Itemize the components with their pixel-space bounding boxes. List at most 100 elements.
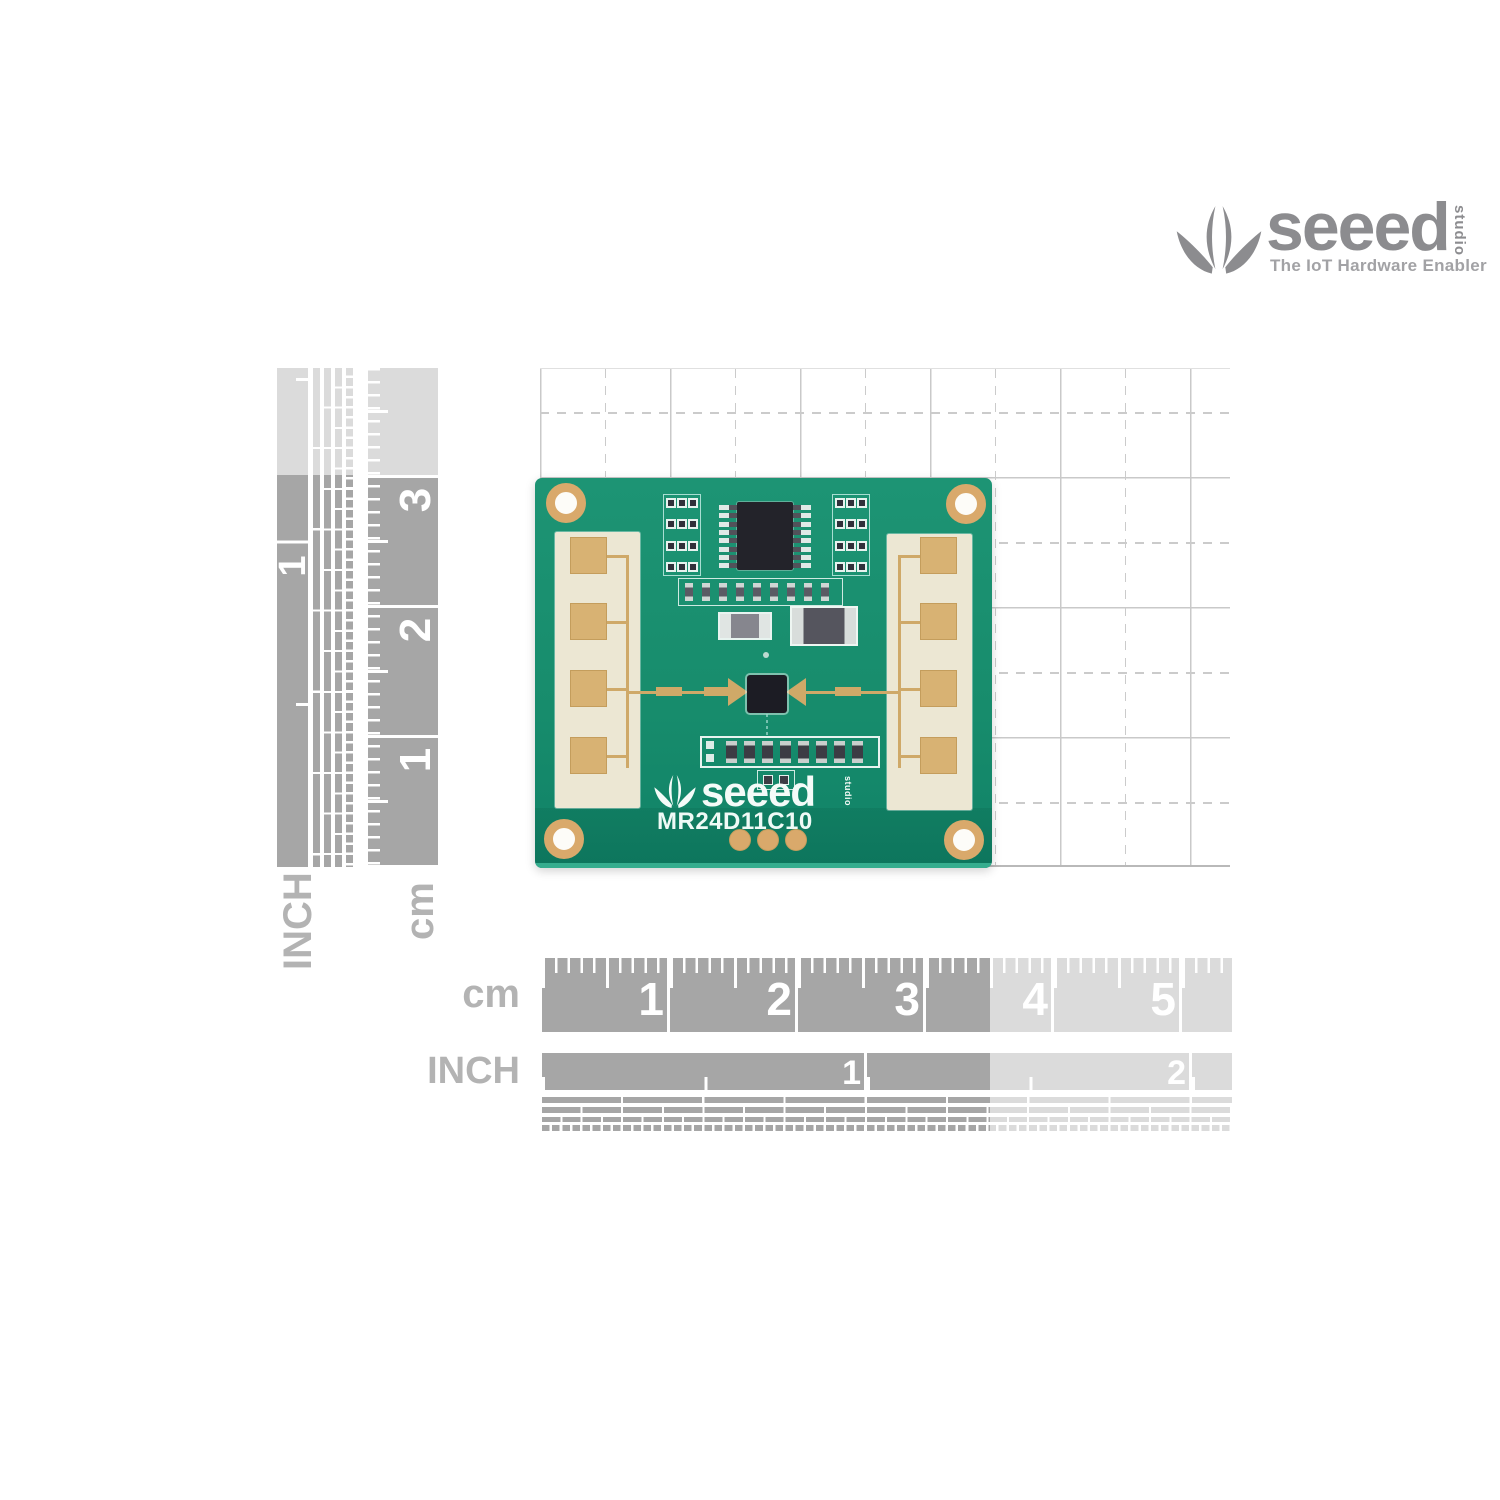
grid-dashed-line: [994, 369, 996, 865]
chip-pin: [793, 554, 811, 560]
microstrip-matching: [835, 687, 861, 696]
cm-number: 2: [766, 973, 792, 1025]
chip-pin: [719, 546, 737, 552]
cm-number: 1: [391, 747, 440, 773]
inch-number: 1: [842, 1054, 861, 1092]
horizontal-cm-scale: 1 2 3 4 5: [542, 958, 1232, 1032]
antenna-patch: [920, 537, 957, 574]
vertical-inch-scale: 1: [271, 368, 314, 867]
component-footprint: [757, 770, 795, 790]
antenna-patch: [570, 670, 607, 707]
horizontal-inch-scale: 1 2: [542, 1053, 1232, 1092]
inch-half-tick: [296, 378, 308, 381]
chip-pin: [719, 513, 737, 519]
silkscreen-seeed-icon: [654, 774, 696, 808]
radar-transceiver-chip: [747, 675, 787, 713]
component-pad-cluster: [832, 494, 870, 576]
board-bottom-edge: [535, 863, 992, 868]
trace-dotted: [766, 714, 768, 736]
microstrip-matching: [656, 687, 682, 696]
chip-pin: [793, 505, 811, 510]
microstrip-taper: [728, 678, 748, 706]
cm-number: 3: [894, 973, 920, 1025]
antenna-stub: [901, 688, 920, 691]
vertical-inch-label: INCH: [276, 872, 320, 970]
logo-tagline: The IoT Hardware Enabler: [1270, 256, 1487, 275]
vertical-cm-scale: 3 2 1: [368, 368, 440, 867]
antenna-patch: [920, 670, 957, 707]
cm-number: 3: [391, 487, 440, 513]
inch-subdivision-column: [313, 368, 320, 867]
mcu-chip: [737, 502, 793, 570]
antenna-patch: [920, 603, 957, 640]
antenna-stub: [901, 755, 920, 758]
inch-subdivision-column: [346, 368, 353, 867]
mounting-hole: [946, 484, 986, 524]
passive-component-row: [678, 578, 843, 606]
logo-studio-text: studio: [1451, 205, 1468, 256]
antenna-stub: [607, 621, 627, 624]
horizontal-cm-label: cm: [462, 972, 520, 1016]
antenna-stub: [607, 688, 627, 691]
chip-pin: [793, 563, 811, 569]
mounting-hole: [944, 820, 984, 860]
chip-pin: [793, 521, 811, 527]
chip-pin: [793, 529, 811, 535]
connector-pad: [706, 754, 714, 762]
cm-number: 4: [1022, 973, 1048, 1025]
inch-subdivision-row: [542, 1107, 1232, 1113]
smd-capacitor: [790, 606, 858, 646]
inch-half-tick: [296, 703, 308, 706]
inch-subdivision-column: [335, 368, 342, 867]
chip-pin: [793, 513, 811, 519]
antenna-patch: [570, 603, 607, 640]
microstrip-line: [806, 691, 835, 694]
grid-dashed-line: [540, 412, 1230, 414]
antenna-patch: [920, 737, 957, 774]
chip-pin: [793, 538, 811, 544]
inch-subdivision-row: [542, 1117, 1232, 1122]
antenna-patch: [570, 537, 607, 574]
chip-pin: [719, 554, 737, 560]
connector-footprint: [700, 736, 880, 768]
microstrip-line: [682, 691, 704, 694]
antenna-stub: [901, 621, 920, 624]
chip-pin: [719, 529, 737, 535]
inch-number: 2: [1167, 1054, 1186, 1092]
antenna-feedline: [898, 555, 901, 768]
silkscreen-brand-text: seeed: [701, 768, 816, 815]
smd-resistor: [718, 612, 772, 640]
via-dot: [763, 652, 769, 658]
inch-subdivision-row: [542, 1125, 1232, 1131]
antenna-feedline: [626, 555, 629, 768]
inch-subdivision-column: [324, 368, 331, 867]
cm-number: 1: [638, 973, 664, 1025]
connector-pad: [706, 741, 714, 749]
antenna-stub: [901, 555, 920, 558]
cm-number: 5: [1150, 973, 1176, 1025]
pcb-board: seeed studio MR24D11C10: [535, 478, 992, 868]
chip-pin: [793, 546, 811, 552]
horizontal-inch-label: INCH: [427, 1050, 520, 1092]
cm-number: 2: [391, 617, 440, 643]
chip-pin: [719, 563, 737, 569]
microstrip-taper: [786, 678, 806, 706]
microstrip-line: [626, 691, 656, 694]
chip-pin: [719, 538, 737, 544]
antenna-stub: [607, 555, 627, 558]
silkscreen-studio-text: studio: [843, 776, 853, 806]
logo-brand-text: seeed: [1266, 189, 1451, 265]
microstrip-line: [861, 691, 898, 694]
inch-number: 1: [271, 555, 314, 577]
inch-subdivision-row: [542, 1097, 1232, 1103]
gold-test-pad: [729, 829, 751, 851]
antenna-stub: [607, 755, 627, 758]
vertical-cm-label: cm: [398, 882, 442, 940]
mounting-hole: [546, 483, 586, 523]
chip-pin: [719, 521, 737, 527]
gold-test-pad: [785, 829, 807, 851]
grid-dashed-line: [1124, 369, 1126, 865]
chip-pin: [719, 505, 737, 510]
antenna-patch: [570, 737, 607, 774]
